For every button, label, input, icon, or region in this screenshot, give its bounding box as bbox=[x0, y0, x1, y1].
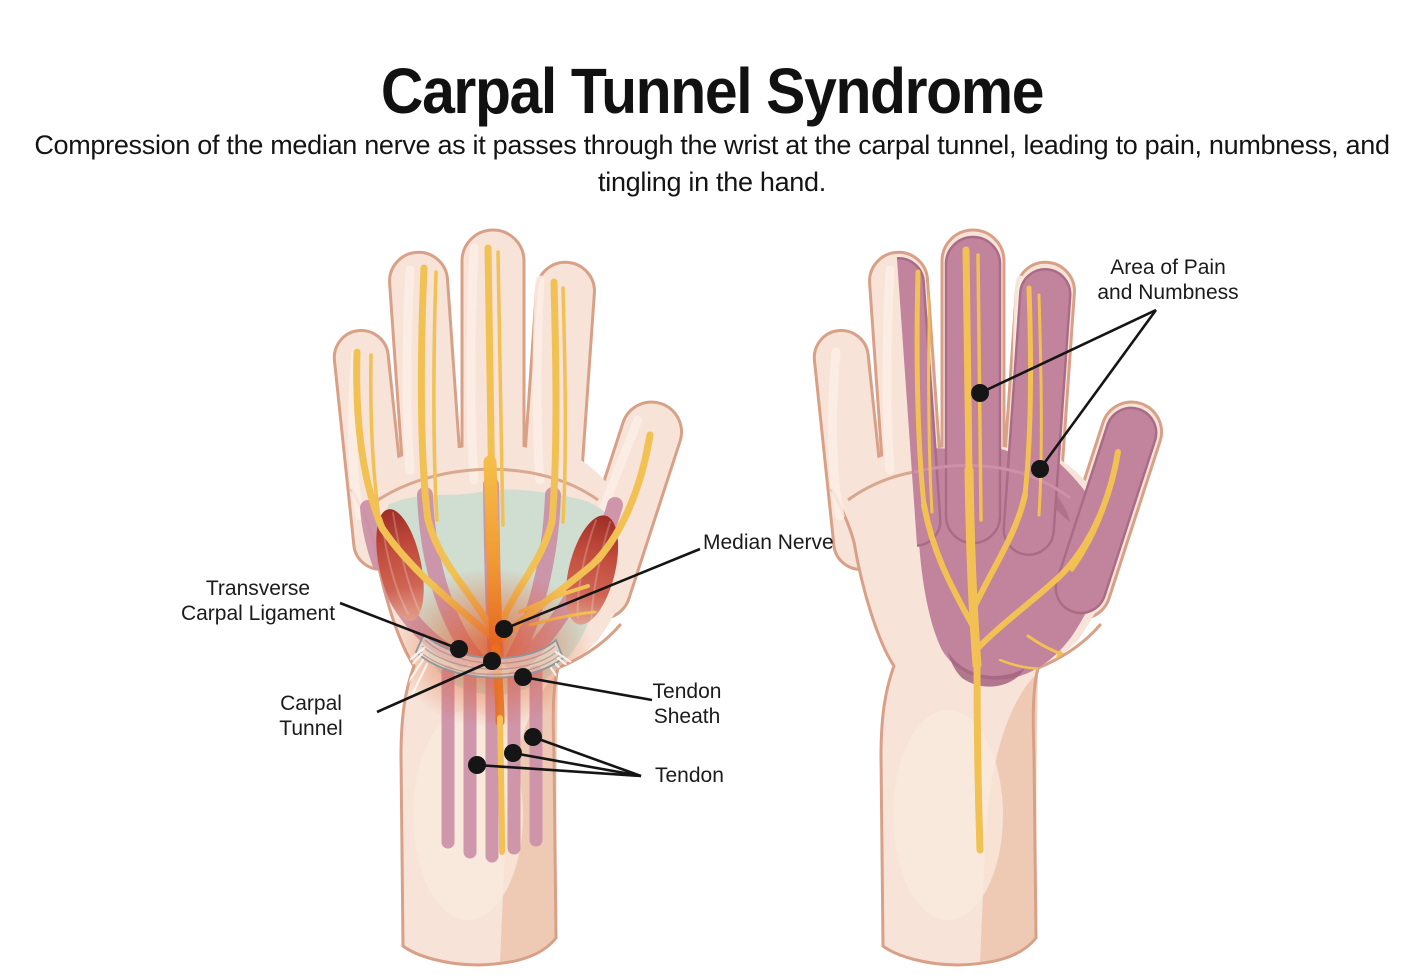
palm-crease bbox=[847, 470, 915, 502]
tendon-dot-2 bbox=[504, 744, 522, 762]
transverse-carpal-ligament-dot bbox=[450, 640, 468, 658]
marker-dots bbox=[450, 384, 1049, 774]
page-subtitle: Compression of the median nerve as it pa… bbox=[0, 127, 1424, 201]
right-hand bbox=[812, 230, 1170, 965]
label-tendon: Tendon bbox=[655, 764, 724, 787]
palm-crease-mauve bbox=[913, 463, 1071, 500]
subtitle-line-1: Compression of the median nerve as it pa… bbox=[34, 130, 931, 160]
subtitle-line-2: tunnel, leading to pain, numbness, and t… bbox=[598, 130, 1390, 197]
tendon-dot-1 bbox=[524, 728, 542, 746]
page-title: Carpal Tunnel Syndrome bbox=[380, 55, 1045, 127]
tendon-sheath-dot bbox=[514, 668, 532, 686]
label-tendon-sheath: Tendon Sheath bbox=[652, 680, 722, 728]
median-nerve-dot bbox=[495, 620, 513, 638]
label-area-of-pain: Area of Pain and Numbness bbox=[1097, 256, 1239, 304]
pain-area-shadow bbox=[948, 652, 1025, 687]
label-carpal-tunnel: Carpal Tunnel bbox=[279, 692, 343, 740]
pain-area-dot-2 bbox=[1031, 460, 1049, 478]
pain-area-index-finger bbox=[1002, 268, 1072, 556]
median-nerve-branches bbox=[914, 246, 1121, 854]
right-hand-pain-map bbox=[847, 235, 1158, 854]
pain-area-thumb bbox=[1054, 406, 1158, 615]
tendon-dot-3 bbox=[468, 756, 486, 774]
left-hand bbox=[332, 230, 690, 965]
carpal-tunnel-dot bbox=[483, 652, 501, 670]
label-median-nerve: Median Nerve bbox=[703, 531, 834, 554]
leader-lines bbox=[339, 308, 1158, 778]
pain-area-dot-1 bbox=[971, 384, 989, 402]
label-transverse-carpal-ligament: Transverse Carpal Ligament bbox=[180, 577, 336, 625]
